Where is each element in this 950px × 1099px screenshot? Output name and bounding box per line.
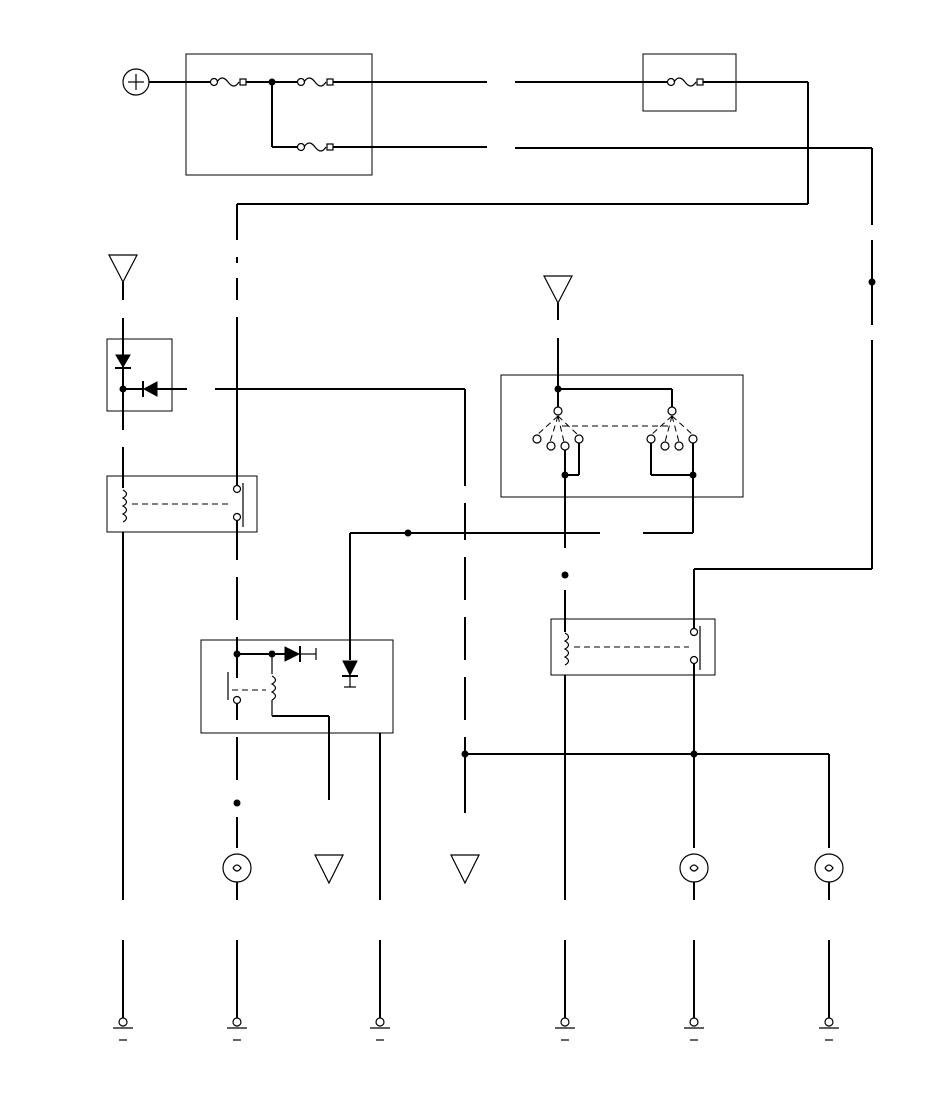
fuse-box-main [185,53,373,176]
ground-icon [113,1017,133,1041]
battery-positive-icon [122,68,150,96]
fuse-icon [209,77,247,87]
lamp-icon [814,853,844,883]
diode-icon [284,646,317,662]
fuse-icon [296,77,334,87]
relay-right [550,618,716,676]
connector-triangle-icon [314,854,344,885]
diode-icon [342,660,358,688]
ground-icon [684,1017,704,1041]
ground-icon [819,1017,839,1041]
diode-icon [142,381,158,397]
ground-icon [370,1017,390,1041]
lamp-icon [222,853,252,883]
relay-icon [227,654,277,716]
connector-triangle-icon [108,254,138,284]
fuse-icon [296,142,334,152]
diode-unit-left [106,338,173,412]
relay-icon [121,483,244,527]
lamp-icon [679,853,709,883]
relay-icon [563,626,701,670]
relay-left [106,475,258,533]
connector-triangle-icon [543,275,573,305]
multi-position-switch-icon [532,406,698,451]
ground-icon [227,1017,247,1041]
connector-triangle-icon [450,854,480,885]
diode-icon [115,354,131,369]
control-unit-lower [200,639,394,734]
ground-icon [555,1017,575,1041]
switch-assembly [500,374,744,498]
fuse-icon [666,77,704,87]
